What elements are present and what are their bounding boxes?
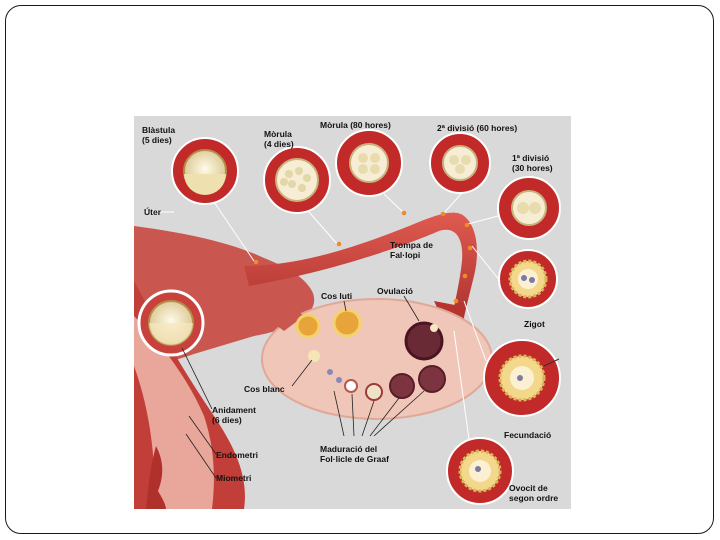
- ovulation-egg: [430, 324, 438, 332]
- morula-4days-circle: [263, 146, 331, 214]
- reproductive-cycle-diagram: Blàstula (5 dies) Mòrula (4 dies) Mòrula…: [134, 116, 571, 509]
- ovarian-ligament: [229, 284, 304, 331]
- corpus-albicans: [308, 350, 320, 362]
- diagram-artwork: [134, 129, 561, 509]
- follicle-med-2: [365, 383, 383, 401]
- pointer-lines: [144, 192, 501, 440]
- label-zygote: Zigot: [524, 319, 545, 329]
- first-division-circle: [497, 176, 561, 240]
- follicle-med-1: [344, 379, 358, 393]
- follicle-large-2: [418, 365, 446, 393]
- label-first-division: 1ª divisió (30 hores): [512, 153, 553, 173]
- label-myometrium: Miometri: [216, 473, 252, 483]
- zygote-circle: [498, 249, 558, 309]
- label-fallopian-tube: Trompa de Fal·lopi: [390, 240, 433, 260]
- label-blastula: Blàstula (5 dies): [142, 125, 176, 145]
- label-second-division: 2ª divisió (60 hores): [437, 123, 518, 133]
- leader-lines: [181, 295, 425, 479]
- graafian-follicle: [404, 321, 444, 361]
- label-secondary-oocyte: Ovocit de segon ordre: [509, 483, 559, 503]
- label-uterus: Úter: [144, 207, 162, 217]
- marker-dots: [253, 210, 473, 304]
- label-fertilization: Fecundació: [504, 430, 552, 440]
- label-graafian-maturation: Maduració del Fol·licle de Graaf: [320, 444, 389, 464]
- oocyte-circle: [446, 437, 514, 505]
- label-corpus-albicans: Cos blanc: [244, 384, 285, 394]
- corpus-luteum-1: [295, 313, 321, 339]
- follicle-large-1: [389, 373, 415, 399]
- blastula-circle: [171, 137, 239, 205]
- label-corpus-luteum: Cos luti: [321, 291, 353, 301]
- label-ovulation: Ovulació: [377, 286, 413, 296]
- morula-80h-circle: [335, 129, 403, 197]
- label-morula-4-days: Mòrula (4 dies): [264, 129, 294, 149]
- cervix-canal: [146, 446, 166, 509]
- follicle-small-2: [336, 377, 342, 383]
- label-endometrium: Endometri: [216, 450, 259, 460]
- follicle-small-1: [327, 369, 333, 375]
- label-nidation: Anidament (6 dies): [212, 405, 256, 425]
- corpus-luteum-2: [332, 308, 362, 338]
- label-morula-80-hours: Mòrula (80 hores): [320, 120, 391, 130]
- second-division-circle: [429, 132, 491, 194]
- fertilization-circle: [483, 339, 561, 417]
